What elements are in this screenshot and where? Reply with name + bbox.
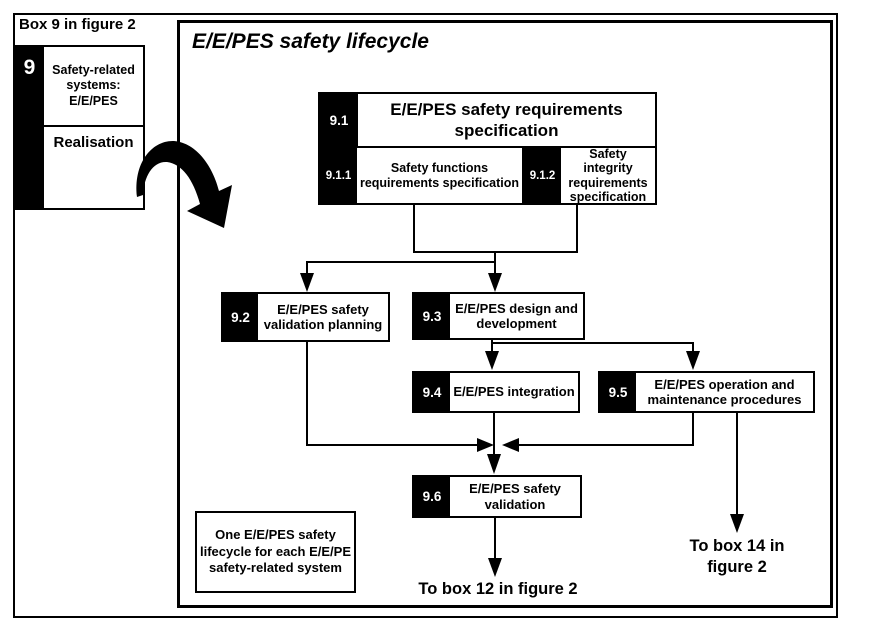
exit-to-box-14: To box 14 in figure 2	[689, 537, 785, 576]
box-9-4: 9.4 E/E/PES integration	[412, 371, 580, 413]
box9-top-cell: Safety-related systems: E/E/PES	[44, 47, 143, 127]
box-9-1-1-tag: 9.1.1	[320, 148, 357, 203]
box-9-6: 9.6 E/E/PES safety validation	[412, 475, 582, 518]
corner-label: Box 9 in figure 2	[19, 16, 136, 33]
box-9-2-label: E/E/PES safety validation planning	[263, 301, 383, 332]
box-9-3-tag: 9.3	[414, 294, 450, 338]
box-9-5-label: E/E/PES operation and maintenance proced…	[647, 376, 802, 407]
exit-to-box-12: To box 12 in figure 2	[418, 580, 578, 598]
lifecycle-note: One E/E/PES safety lifecycle for each E/…	[195, 511, 356, 593]
box9-number-column: 9	[15, 47, 44, 208]
box-9-6-label: E/E/PES safety validation	[469, 481, 561, 512]
box-9-6-tag: 9.6	[414, 477, 450, 516]
box-9-4-label: E/E/PES integration	[453, 384, 575, 400]
box-9-5: 9.5 E/E/PES operation and maintenance pr…	[598, 371, 815, 413]
box-9-3-label: E/E/PES design and development	[455, 300, 578, 331]
box-9-1-1-label: Safety functions requirements specificat…	[359, 161, 520, 190]
box-9-1-2: 9.1.2 Safety integrity requirements spec…	[522, 146, 657, 205]
lifecycle-frame	[177, 20, 833, 608]
diagram-title: E/E/PES safety lifecycle	[192, 30, 429, 53]
box-9-1-2-tag: 9.1.2	[524, 148, 561, 203]
outer-border	[13, 13, 838, 618]
box-9-1-2-label: Safety integrity requirements specificat…	[568, 146, 648, 205]
box-9-1: 9.1 E/E/PES safety requirements specific…	[318, 92, 657, 148]
box-9-1-1: 9.1.1 Safety functions requirements spec…	[318, 146, 524, 205]
box9-number: 9	[23, 56, 36, 79]
box-9-4-tag: 9.4	[414, 373, 450, 411]
box-9-2-tag: 9.2	[223, 294, 258, 340]
box9-reference-panel: 9 Safety-related systems: E/E/PES Realis…	[13, 45, 145, 210]
box-9-1-tag: 9.1	[320, 94, 358, 146]
box9-cells: Safety-related systems: E/E/PES Realisat…	[44, 47, 143, 208]
box-9-2: 9.2 E/E/PES safety validation planning	[221, 292, 390, 342]
box-9-3: 9.3 E/E/PES design and development	[412, 292, 585, 340]
box9-bottom-cell: Realisation	[53, 134, 134, 151]
box-9-1-label: E/E/PES safety requirements specificatio…	[390, 99, 623, 140]
box-9-5-tag: 9.5	[600, 373, 636, 411]
